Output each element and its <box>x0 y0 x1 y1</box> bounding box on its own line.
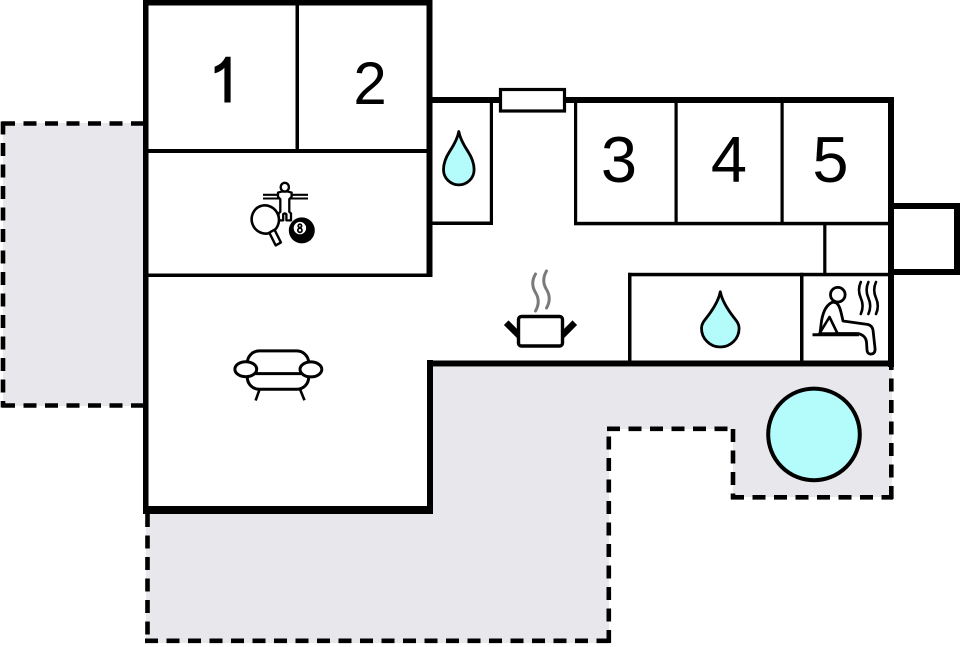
svg-text:5: 5 <box>812 123 848 196</box>
svg-text:3: 3 <box>601 123 637 196</box>
svg-text:4: 4 <box>711 122 747 195</box>
svg-text:2: 2 <box>353 50 386 117</box>
